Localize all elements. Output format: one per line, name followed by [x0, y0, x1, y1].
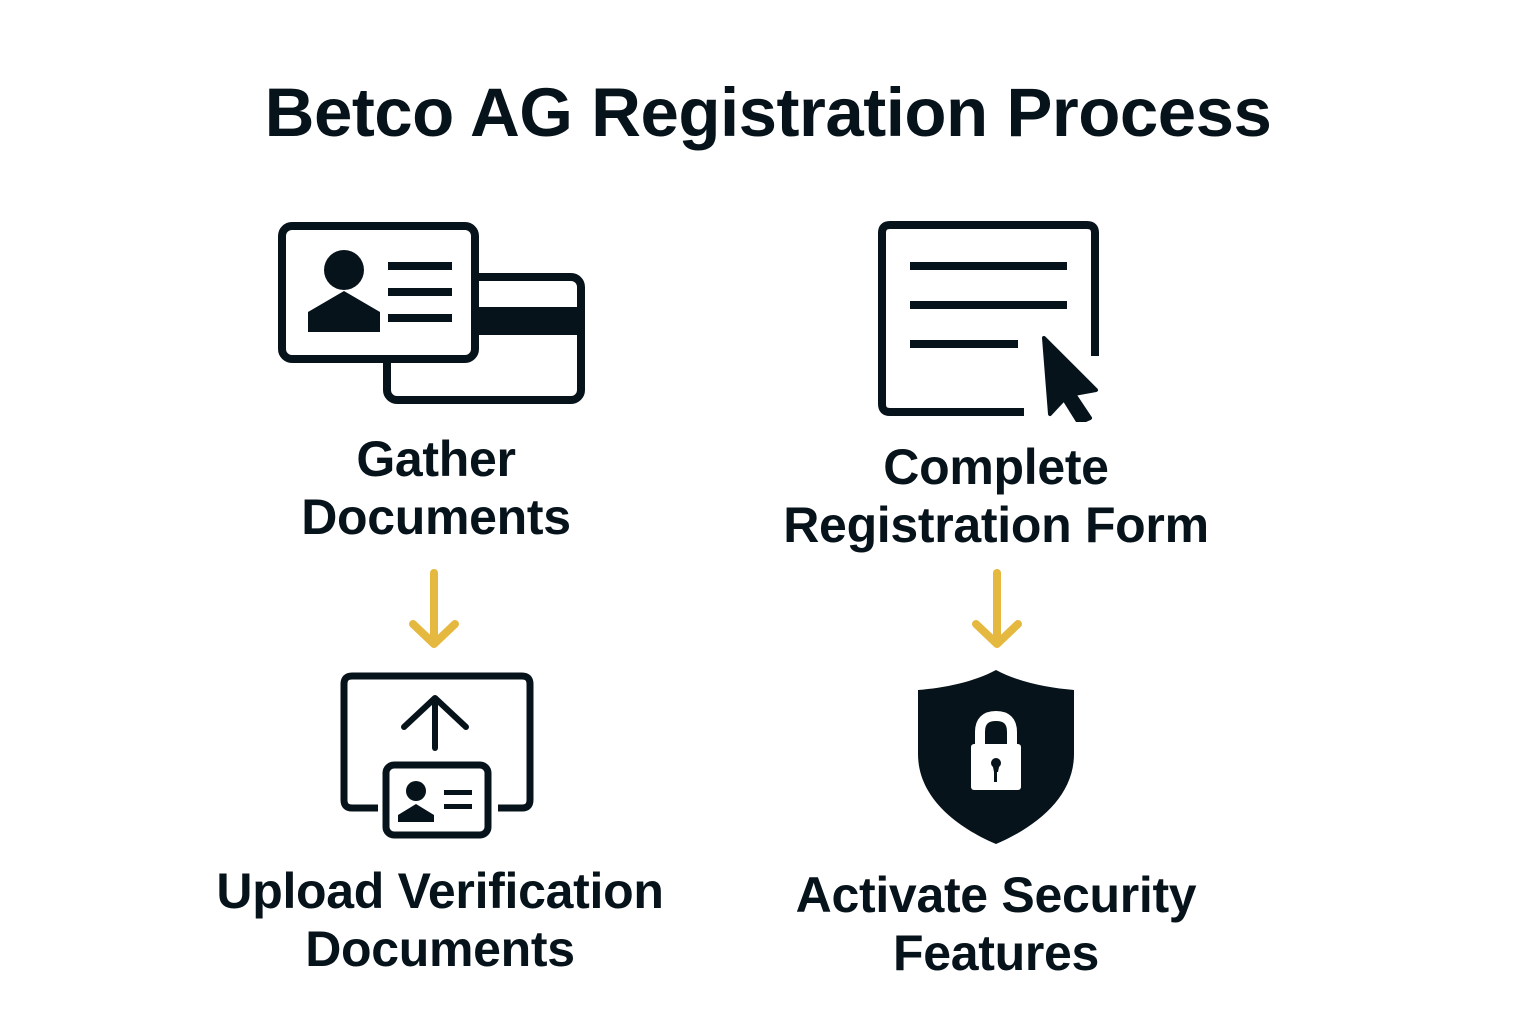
step-label-line: Registration Form [783, 497, 1209, 553]
step-label-line: Documents [305, 921, 575, 977]
step-label-line: Upload Verification [216, 863, 664, 919]
step-label: Gather Documents [236, 430, 636, 546]
page-title: Betco AG Registration Process [264, 74, 1272, 151]
shield-lock-icon [918, 670, 1074, 844]
step-label: Activate Security Features [736, 866, 1256, 982]
step-label-line: Features [892, 925, 1100, 981]
id-card-and-credit-card-icon [278, 222, 585, 404]
step-label-line: Activate Security [795, 867, 1197, 923]
arrow-down-icon [409, 569, 459, 648]
form-with-cursor-icon [878, 221, 1099, 422]
step-label-line: Documents [301, 489, 571, 545]
step-label-line: Complete [883, 439, 1109, 495]
step-label: Upload Verification Documents [180, 862, 700, 978]
step-label: Complete Registration Form [736, 438, 1256, 554]
step-label-line: Gather [356, 431, 516, 487]
arrow-down-icon [972, 569, 1022, 648]
upload-id-card-icon [340, 672, 534, 839]
